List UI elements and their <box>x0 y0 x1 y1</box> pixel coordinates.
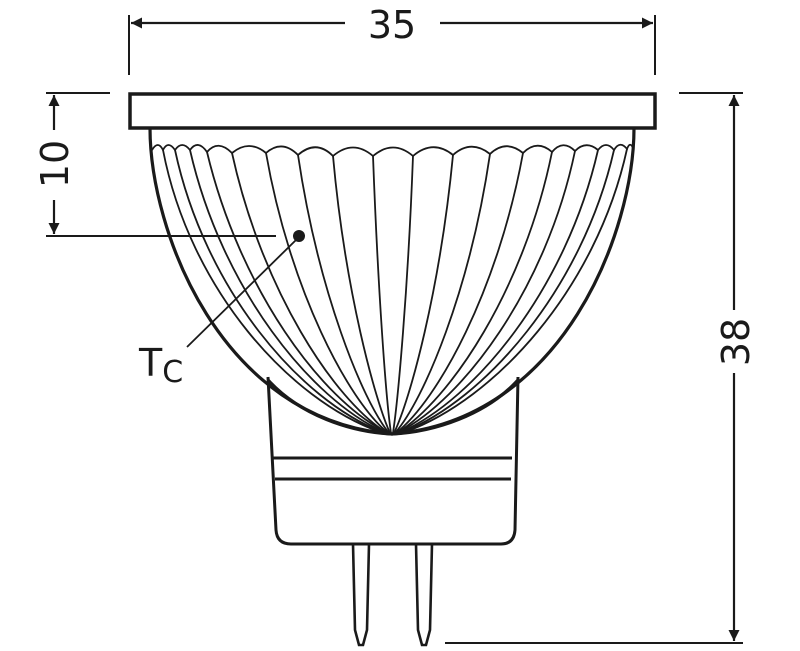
height-dimension: 38 <box>445 92 758 644</box>
width-label: 35 <box>368 3 416 47</box>
tc-measuring-point <box>293 230 305 242</box>
height-label: 38 <box>714 318 758 366</box>
pin-right <box>414 543 434 647</box>
tc-offset-dimension: 10 <box>33 92 276 237</box>
tc-label: TC <box>138 341 183 390</box>
tc-offset-label: 10 <box>33 140 77 188</box>
pin-left <box>351 543 371 647</box>
front-rim <box>128 92 657 130</box>
reflector-scallops <box>151 143 634 158</box>
width-dimension: 35 <box>128 3 656 75</box>
base-body <box>266 376 520 546</box>
reflector-ribs <box>162 148 628 434</box>
reflector-bottom-curve <box>266 378 520 436</box>
tc-annotation: TC <box>138 230 305 390</box>
tc-leader-line <box>186 239 297 348</box>
bi-pins <box>351 543 434 647</box>
lamp-base <box>266 376 520 546</box>
